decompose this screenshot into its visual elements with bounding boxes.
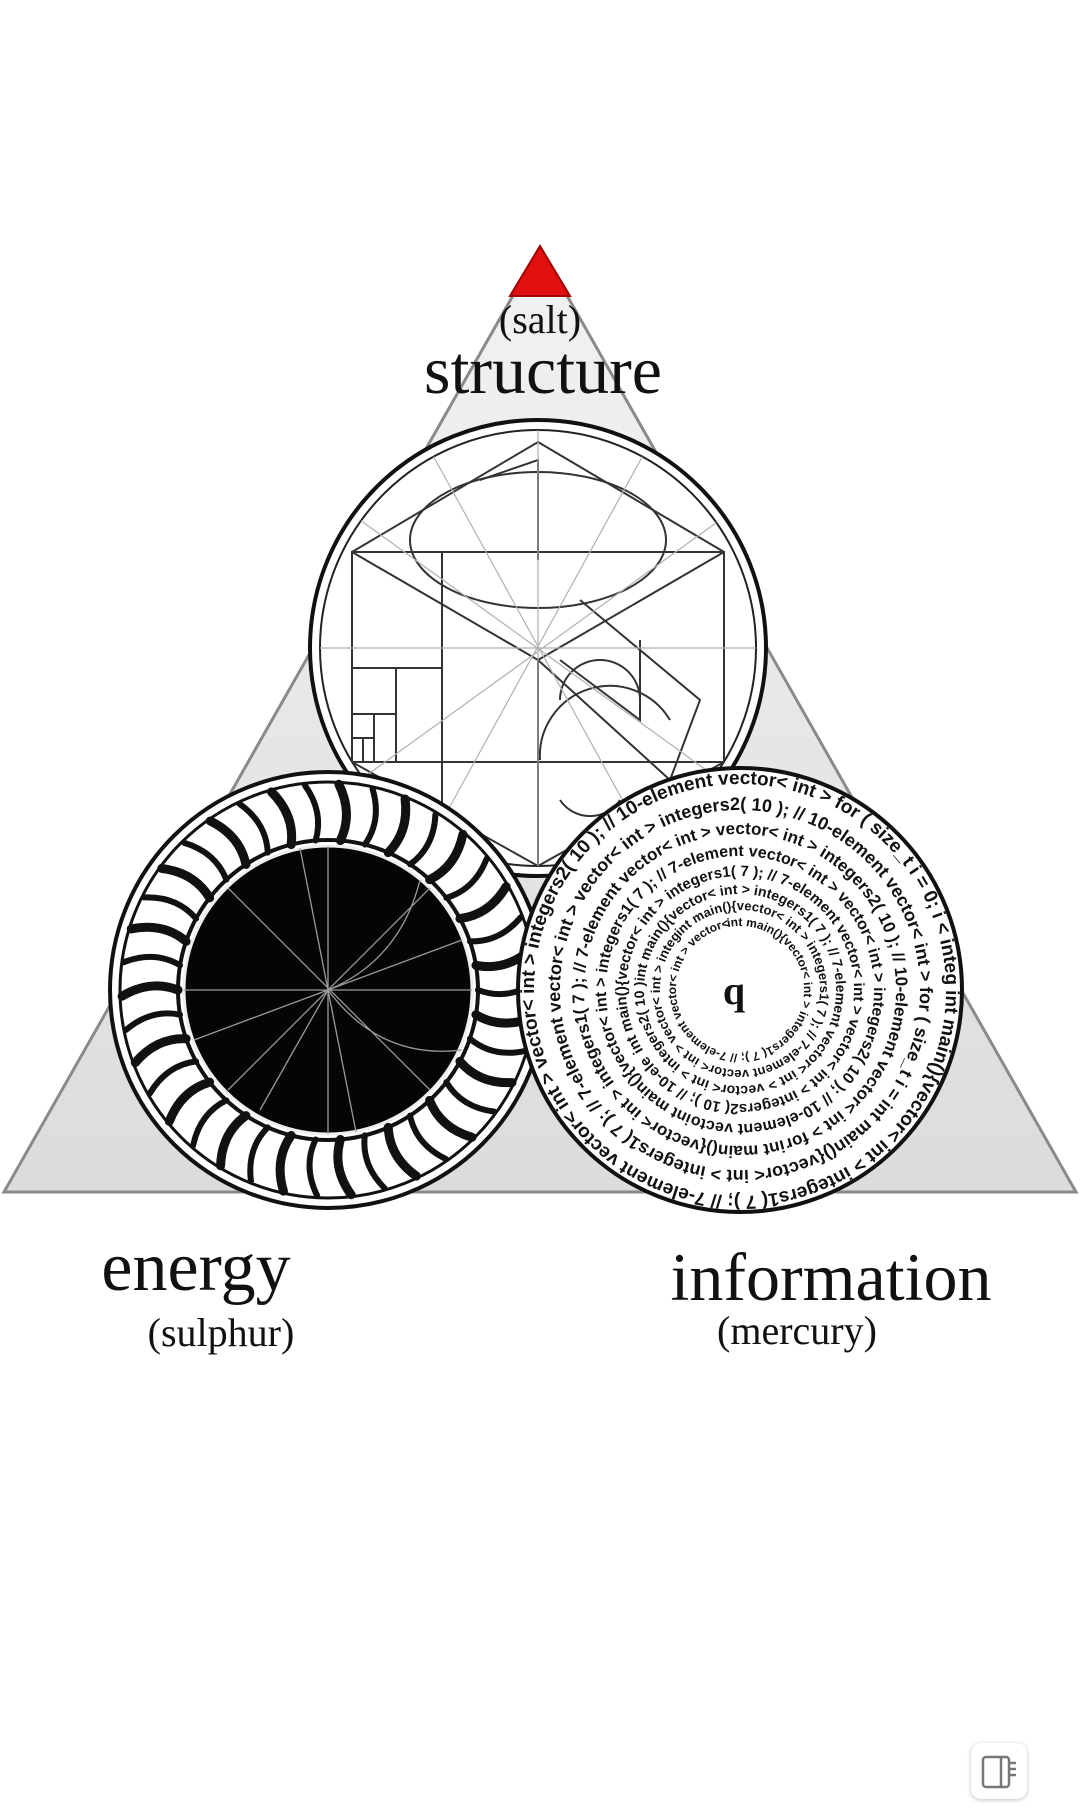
information-label: information bbox=[670, 1239, 991, 1315]
energy-ray bbox=[140, 894, 200, 922]
energy-ray bbox=[117, 981, 183, 1001]
energy-ray bbox=[383, 1122, 421, 1181]
center-glyph: q bbox=[723, 968, 745, 1013]
energy-ray bbox=[120, 953, 184, 969]
energy-ray bbox=[130, 1034, 191, 1068]
energy-ray bbox=[190, 1097, 230, 1149]
reader-mode-icon bbox=[981, 1755, 1016, 1789]
energy-circle bbox=[108, 770, 548, 1210]
reader-mode-button[interactable] bbox=[971, 1743, 1027, 1799]
energy-ray bbox=[180, 839, 230, 883]
information-sublabel: (mercury) bbox=[717, 1308, 877, 1353]
energy-ray bbox=[407, 811, 439, 868]
energy-ray bbox=[164, 1077, 215, 1126]
energy-ray bbox=[455, 1056, 517, 1088]
structure-label: structure bbox=[424, 332, 662, 408]
energy-ray bbox=[236, 800, 271, 856]
energy-ray bbox=[301, 782, 322, 844]
energy-ray bbox=[407, 1112, 449, 1162]
energy-ray bbox=[122, 1010, 184, 1033]
energy-ray bbox=[334, 779, 351, 846]
energy-ray bbox=[361, 1132, 388, 1192]
energy-ray bbox=[425, 1095, 477, 1142]
energy-ray bbox=[306, 1136, 321, 1199]
energy-ray bbox=[455, 882, 511, 924]
energy-ray bbox=[443, 1079, 498, 1115]
energy-sublabel: (sulphur) bbox=[148, 1310, 295, 1355]
apex-red-triangle bbox=[508, 244, 572, 297]
energy-ray bbox=[205, 816, 251, 869]
energy-ray bbox=[425, 829, 468, 885]
structure-sublabel: (salt) bbox=[499, 297, 581, 342]
energy-ray bbox=[157, 863, 215, 903]
energy-ray bbox=[443, 855, 490, 901]
energy-ray bbox=[333, 1134, 356, 1200]
energy-label: energy bbox=[101, 1229, 290, 1306]
energy-ray bbox=[275, 1130, 296, 1196]
energy-ray bbox=[146, 1058, 200, 1097]
energy-ray bbox=[266, 787, 297, 850]
energy-ray bbox=[466, 914, 524, 945]
energy-ray bbox=[383, 794, 411, 858]
energy-ray bbox=[361, 785, 379, 848]
energy-ray bbox=[126, 922, 191, 946]
energy-ray bbox=[247, 1124, 271, 1185]
energy-ray bbox=[216, 1111, 251, 1171]
energy-ray bbox=[466, 1035, 528, 1056]
